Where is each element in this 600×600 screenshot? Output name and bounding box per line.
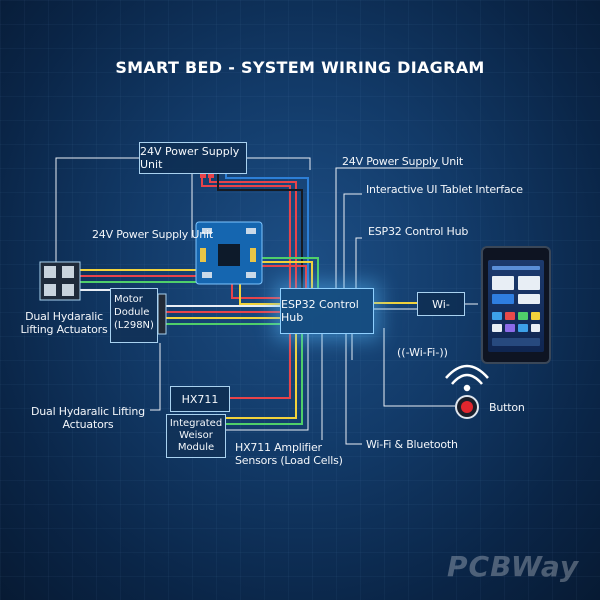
tablet-tile: [505, 324, 515, 332]
tablet-tile: [492, 294, 514, 304]
tablet-dock: [492, 338, 540, 346]
wire-pcb-down-2: [239, 284, 280, 305]
esp32-control-hub: ESP32 Control Hub: [280, 288, 374, 334]
leader-tablet: [343, 193, 362, 288]
wire-psu-esp-red-1: [201, 174, 291, 288]
page-title: SMART BED - SYSTEM WIRING DIAGRAM: [115, 58, 485, 77]
wire-esp-hx-red: [230, 334, 291, 399]
weisor-module-box: Integrated Weisor Module: [166, 414, 226, 458]
wire-psu-to-actuators: [55, 157, 139, 265]
leader-psu-right: [335, 167, 440, 288]
tablet-tile: [531, 324, 540, 332]
tablet-status-bar: [492, 266, 540, 270]
tablet-tile: [531, 312, 540, 320]
tablet-label: Interactive UI Tablet Interface: [366, 183, 523, 196]
wire-esp-hx-green: [226, 334, 303, 425]
actuator-block: [39, 261, 81, 301]
psu-label-left: 24V Power Supply Unit: [92, 228, 213, 241]
wifi-bluetooth-label: Wi-Fi & Bluetooth: [366, 438, 458, 451]
wire-esp-button: [383, 328, 455, 407]
actuators-label-top: Dual Hydaralic Lifting Actuators: [20, 310, 108, 336]
controller-pcb: [195, 221, 263, 285]
tablet-tile: [518, 324, 528, 332]
leader-esp: [355, 237, 362, 288]
tablet-tile: [492, 324, 502, 332]
wire-pcb-esp-green: [262, 257, 319, 288]
tablet-tile: [518, 294, 540, 304]
tablet-screen: [488, 260, 544, 352]
wire-esp-hx-yellow: [226, 334, 297, 419]
tablet-tile: [492, 276, 514, 290]
psu-pin-1: [200, 174, 206, 178]
wire-esp-wifi-bt: [345, 334, 362, 445]
wifi-signal-label: ((-Wi-Fi-)): [397, 346, 448, 359]
psu-pin-2: [208, 174, 214, 178]
pcbway-watermark: PCBWay: [447, 550, 580, 583]
wire-psu-esp-blue: [225, 174, 309, 288]
wifi-module-box: Wi-: [417, 292, 465, 316]
button-label: Button: [489, 401, 525, 414]
hx711-sensors-label: HX711 Amplifier Sensors (Load Cells): [235, 441, 343, 467]
wifi-signal-icon: [445, 364, 489, 392]
tablet-tile: [492, 312, 502, 320]
tablet-tile: [518, 276, 540, 290]
motor-module-box: Motor Dodule (L298N): [110, 288, 158, 343]
psu-label-right: 24V Power Supply Unit: [342, 155, 463, 168]
wire-esp-hx-white: [226, 334, 309, 431]
tablet-device: [481, 246, 551, 364]
actuators-label-bottom: Dual Hydaralic Lifting Actuators: [31, 405, 145, 431]
wire-psu-esp-black: [217, 174, 303, 288]
wire-pcb-esp-yellow: [262, 261, 313, 288]
tablet-tile: [518, 312, 528, 320]
tablet-tile: [505, 312, 515, 320]
wire-motor-hx: [150, 343, 161, 411]
wire-pcb-esp-red: [262, 265, 307, 288]
push-button[interactable]: [455, 395, 479, 419]
motor-terminals: [157, 293, 167, 335]
esp-label: ESP32 Control Hub: [368, 225, 469, 238]
wire-pcb-down: [231, 284, 280, 299]
power-supply-top-box: 24V Power Supply Unit: [139, 142, 247, 174]
hx711-chip: HX711: [170, 386, 230, 412]
wire-psu-to-right: [247, 157, 311, 170]
